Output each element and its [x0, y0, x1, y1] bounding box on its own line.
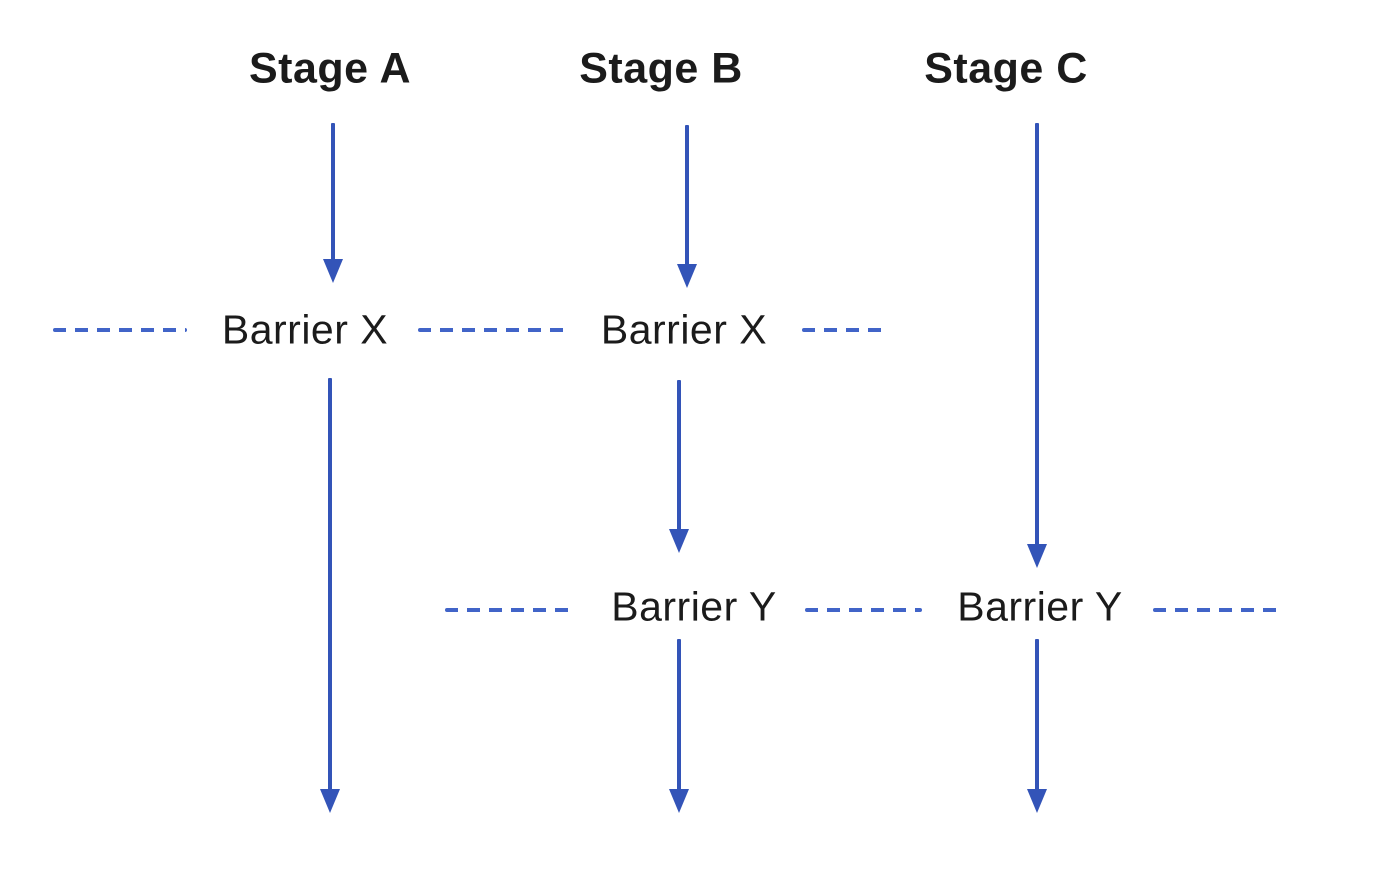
stage-c-title: Stage C: [924, 44, 1088, 93]
stage-a-arrow-top: [323, 123, 343, 283]
arrowhead-icon: [320, 789, 340, 813]
arrowhead-icon: [323, 259, 343, 283]
stage-c-arrow-top: [1027, 123, 1047, 568]
arrow-shaft: [677, 639, 681, 791]
arrow-shaft: [685, 125, 689, 266]
stage-b-title: Stage B: [579, 44, 743, 93]
barrier-y-dash-left: [445, 608, 571, 612]
barrier-x-dash-right: [802, 328, 885, 332]
arrow-shaft: [328, 378, 332, 791]
arrowhead-icon: [1027, 789, 1047, 813]
arrow-shaft: [331, 123, 335, 261]
barrier-y-dash-middle: [805, 608, 922, 612]
barrier-x-label-stage-b: Barrier X: [600, 306, 768, 353]
arrow-shaft: [1035, 123, 1039, 546]
barrier-x-label-stage-a: Barrier X: [221, 306, 389, 353]
stage-b-arrow-middle: [669, 380, 689, 553]
stage-c-arrow-bottom: [1027, 639, 1047, 813]
arrowhead-icon: [1027, 544, 1047, 568]
stage-a-arrow-bottom: [320, 378, 340, 813]
barrier-x-dash-left: [53, 328, 187, 332]
stage-b-arrow-bottom: [669, 639, 689, 813]
barrier-x-dash-middle: [418, 328, 570, 332]
stage-a-title: Stage A: [249, 44, 411, 93]
arrow-shaft: [677, 380, 681, 531]
arrowhead-icon: [669, 789, 689, 813]
arrowhead-icon: [669, 529, 689, 553]
barrier-y-label-stage-c: Barrier Y: [957, 583, 1123, 630]
barrier-y-label-stage-b: Barrier Y: [611, 583, 777, 630]
arrowhead-icon: [677, 264, 697, 288]
barrier-y-dash-right: [1153, 608, 1283, 612]
arrow-shaft: [1035, 639, 1039, 791]
stage-b-arrow-top: [677, 125, 697, 288]
